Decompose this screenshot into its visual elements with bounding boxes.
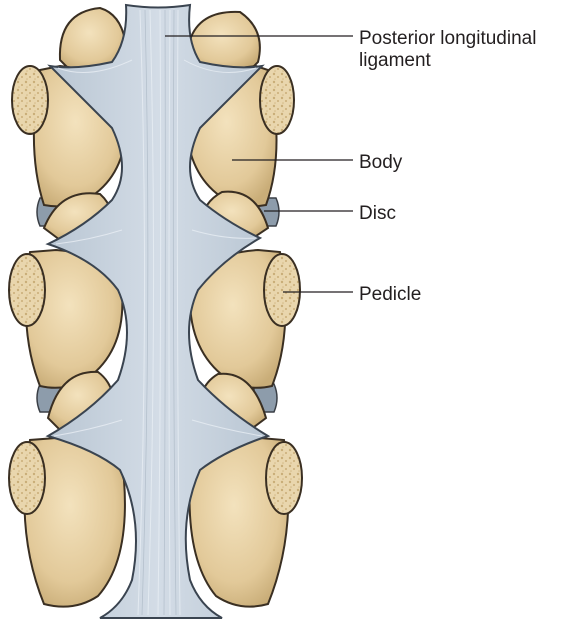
label-body: Body bbox=[359, 152, 403, 173]
label-posterior-longitudinal-ligament: Posterior longitudinal ligament bbox=[359, 28, 536, 72]
posterior-longitudinal-ligament-shape bbox=[45, 3, 271, 619]
pedicle-sections bbox=[8, 65, 303, 515]
leader-lines bbox=[165, 35, 353, 293]
label-pedicle: Pedicle bbox=[359, 284, 422, 305]
label-posterior-longitudinal-ligament-line1: Posterior longitudinal bbox=[359, 28, 537, 49]
label-disc: Disc bbox=[359, 203, 396, 224]
label-posterior-longitudinal-ligament-line2: ligament bbox=[359, 50, 431, 71]
